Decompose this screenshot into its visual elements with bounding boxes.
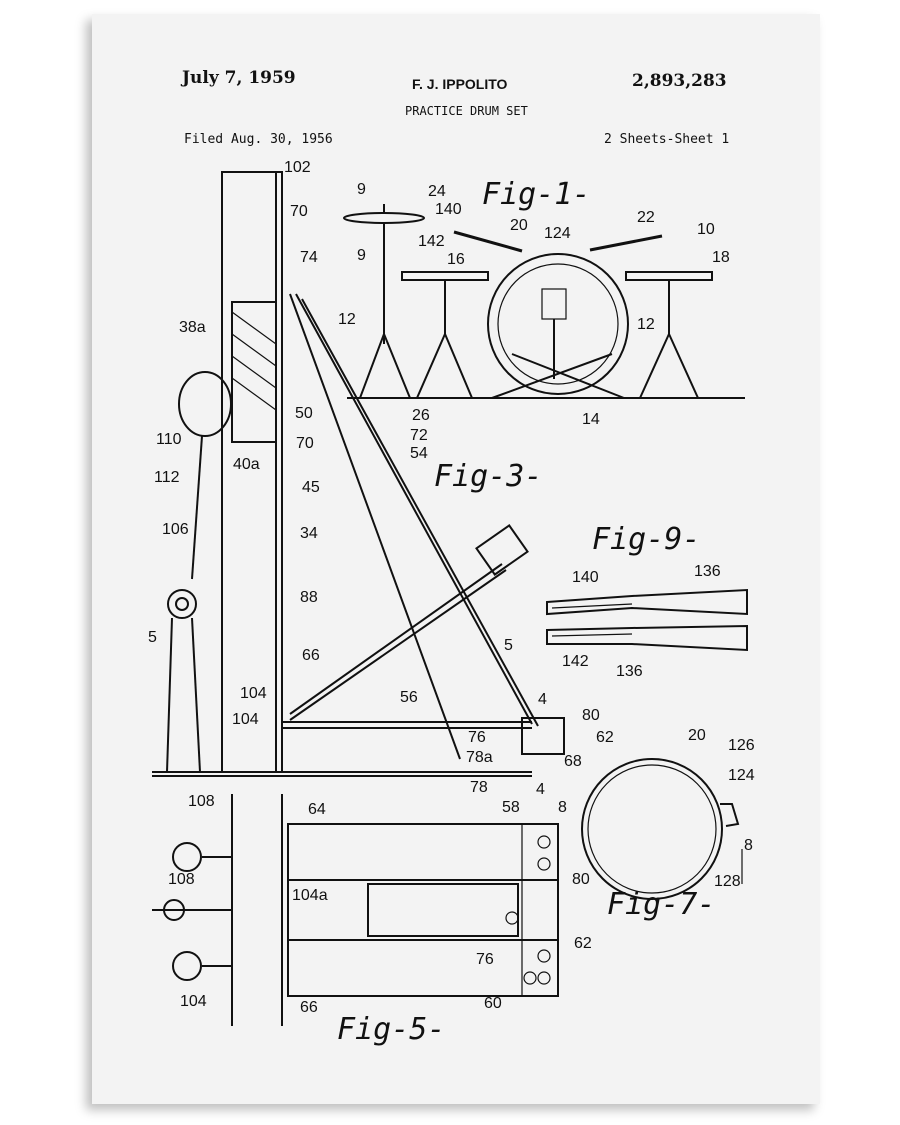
label-18: 18 <box>712 249 730 266</box>
label-16: 16 <box>447 251 465 268</box>
label-74: 74 <box>300 249 318 266</box>
label-70a: 70 <box>290 203 308 220</box>
label-20a: 20 <box>510 217 528 234</box>
label-38a: 38a <box>179 319 206 336</box>
label-142b: 142 <box>562 653 589 670</box>
label-34: 34 <box>300 525 318 542</box>
inventor-name: F. J. IPPOLITO <box>412 76 508 92</box>
patent-poster: July 7, 1959 F. J. IPPOLITO 2,893,283 PR… <box>92 14 820 1104</box>
label-5b: 5 <box>504 637 513 654</box>
sheet-count: 2 Sheets-Sheet 1 <box>604 132 730 147</box>
label-45: 45 <box>302 479 320 496</box>
label-56: 56 <box>400 689 418 706</box>
label-78a: 78a <box>466 749 493 766</box>
label-70b: 70 <box>296 435 314 452</box>
label-104c: 104a <box>292 887 328 904</box>
label-78: 78 <box>470 779 488 796</box>
label-104a: 104 <box>240 685 267 702</box>
label-60: 60 <box>484 995 502 1012</box>
label-5a: 5 <box>148 629 157 646</box>
label-58: 58 <box>502 799 520 816</box>
label-76a: 76 <box>468 729 486 746</box>
label-140a: 140 <box>435 201 462 218</box>
label-64: 64 <box>308 801 326 818</box>
label-108a: 108 <box>188 793 215 810</box>
label-76b: 76 <box>476 951 494 968</box>
label-136a: 136 <box>694 563 721 580</box>
label-12b: 12 <box>637 316 655 333</box>
label-68: 68 <box>564 753 582 770</box>
label-80b: 80 <box>572 871 590 888</box>
fig5-title: Fig-5- <box>337 1012 445 1047</box>
label-9b: 9 <box>357 247 366 264</box>
label-4b: 4 <box>536 781 545 798</box>
label-124a: 124 <box>544 225 571 242</box>
label-126: 126 <box>728 737 755 754</box>
fig3-pedal-side-view <box>152 171 565 777</box>
label-72: 72 <box>410 427 428 444</box>
label-112: 112 <box>154 469 180 486</box>
label-88: 88 <box>300 589 318 606</box>
label-124b: 124 <box>728 767 755 784</box>
reference-numerals: 102 9 24 140 70 142 20 124 22 10 74 9 16… <box>148 159 755 1016</box>
label-62b: 62 <box>574 935 592 952</box>
label-24: 24 <box>428 183 446 200</box>
fig9-title: Fig-9- <box>592 522 700 557</box>
label-66b: 66 <box>300 999 318 1016</box>
label-4a: 4 <box>538 691 547 708</box>
label-12a: 12 <box>338 311 356 328</box>
label-110: 110 <box>156 431 182 448</box>
label-62a: 62 <box>596 729 614 746</box>
label-106: 106 <box>162 521 189 538</box>
label-66a: 66 <box>302 647 320 664</box>
label-26: 26 <box>412 407 430 424</box>
label-102: 102 <box>284 159 311 176</box>
label-50: 50 <box>295 405 313 422</box>
label-40a: 40a <box>233 456 260 473</box>
label-80a: 80 <box>582 707 600 724</box>
label-22: 22 <box>637 209 655 226</box>
label-104b: 104 <box>232 711 259 728</box>
fig3-title: Fig-3- <box>434 459 542 494</box>
label-20b: 20 <box>688 727 706 744</box>
label-54: 54 <box>410 445 428 462</box>
patent-title: PRACTICE DRUM SET <box>405 104 528 118</box>
fig9-cymbal-section <box>546 588 748 652</box>
label-136b: 136 <box>616 663 643 680</box>
fig7-title: Fig-7- <box>607 887 715 922</box>
label-14: 14 <box>582 411 600 428</box>
fig5-pedal-top-view <box>152 794 559 1026</box>
label-108b: 108 <box>168 871 195 888</box>
filed-date: Filed Aug. 30, 1956 <box>184 132 333 147</box>
label-8a: 8 <box>558 799 567 816</box>
fig7-drum-head <box>581 758 743 900</box>
patent-number: 2,893,283 <box>632 71 727 91</box>
fig1-drum-set <box>343 204 745 399</box>
label-140b: 140 <box>572 569 599 586</box>
label-142a: 142 <box>418 233 445 250</box>
patent-date: July 7, 1959 <box>182 68 296 88</box>
label-8b: 8 <box>744 837 753 854</box>
label-128: 128 <box>714 873 741 890</box>
label-10: 10 <box>697 221 715 238</box>
label-104d: 104 <box>180 993 207 1010</box>
fig1-title: Fig-1- <box>482 177 590 212</box>
patent-drawing: Fig-1- Fig-3- Fig-9- Fig-7- Fig-5- 102 9… <box>148 159 755 1047</box>
label-9a: 9 <box>357 181 366 198</box>
